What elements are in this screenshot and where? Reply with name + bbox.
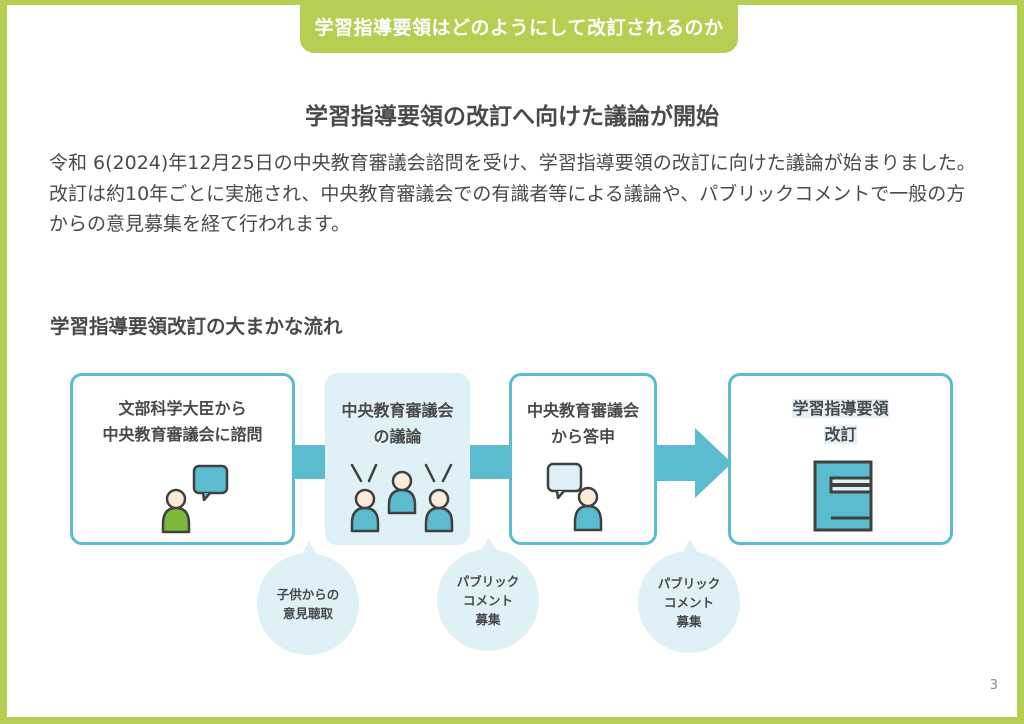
step-label: 文部科学大臣から <box>118 399 247 418</box>
step-label: 学習指導要領 <box>792 399 889 418</box>
step-label: 中央教育審議会 <box>341 401 454 420</box>
book-icon <box>813 460 873 532</box>
paragraph: 令和 6(2024)年12月25日の中央教育審議会諮問を受け、学習指導要領の改訂… <box>49 152 976 174</box>
callout-label: 募集 <box>475 611 501 627</box>
person-speaking-icon <box>161 464 229 534</box>
flow-step-deliberation: 中央教育審議会 の議論 <box>325 373 470 545</box>
callout-label: パブリック <box>657 575 721 591</box>
step-label: 中央教育審議会 <box>526 401 639 420</box>
person-answer-icon <box>546 462 603 532</box>
flow-arrow-icon <box>657 428 732 498</box>
step-label: から答申 <box>550 427 615 446</box>
slide-title-tab: 学習指導要領はどのようにして改訂されるのか <box>300 0 738 53</box>
paragraph: 改訂は約10年ごとに実施され、中央教育審議会での有識者等による議論や、パブリック… <box>49 182 966 236</box>
callout-label: コメント <box>462 592 513 608</box>
slide-page: 学習指導要領はどのようにして改訂されるのか 学習指導要領の改訂へ向けた議論が開始… <box>7 0 1017 717</box>
section-heading: 学習指導要領の改訂へ向けた議論が開始 <box>305 104 719 130</box>
step-label: 改訂 <box>824 425 857 444</box>
flow-step-report: 中央教育審議会 から答申 <box>509 373 657 545</box>
page-number: 3 <box>989 678 998 693</box>
slide-title: 学習指導要領はどのようにして改訂されるのか <box>314 17 724 39</box>
body-text: 令和 6(2024)年12月25日の中央教育審議会諮問を受け、学習指導要領の改訂… <box>49 148 979 240</box>
callout-label: 意見聴取 <box>282 606 333 621</box>
flow-connector <box>470 445 509 479</box>
callout-label: 子供からの <box>276 587 340 602</box>
group-discussion-icon <box>350 463 454 533</box>
callout-label: 募集 <box>676 613 702 629</box>
flow-heading: 学習指導要領改訂の大まかな流れ <box>50 315 343 338</box>
step-label: 中央教育審議会に諮問 <box>102 425 263 444</box>
callout-label: パブリック <box>456 573 520 589</box>
flow-step-consultation: 文部科学大臣から 中央教育審議会に諮問 <box>70 373 295 545</box>
flow-step-revision: 学習指導要領 改訂 <box>728 373 953 545</box>
flow-connector <box>295 445 325 479</box>
step-label: の議論 <box>373 427 422 446</box>
callout-label: コメント <box>663 594 714 610</box>
